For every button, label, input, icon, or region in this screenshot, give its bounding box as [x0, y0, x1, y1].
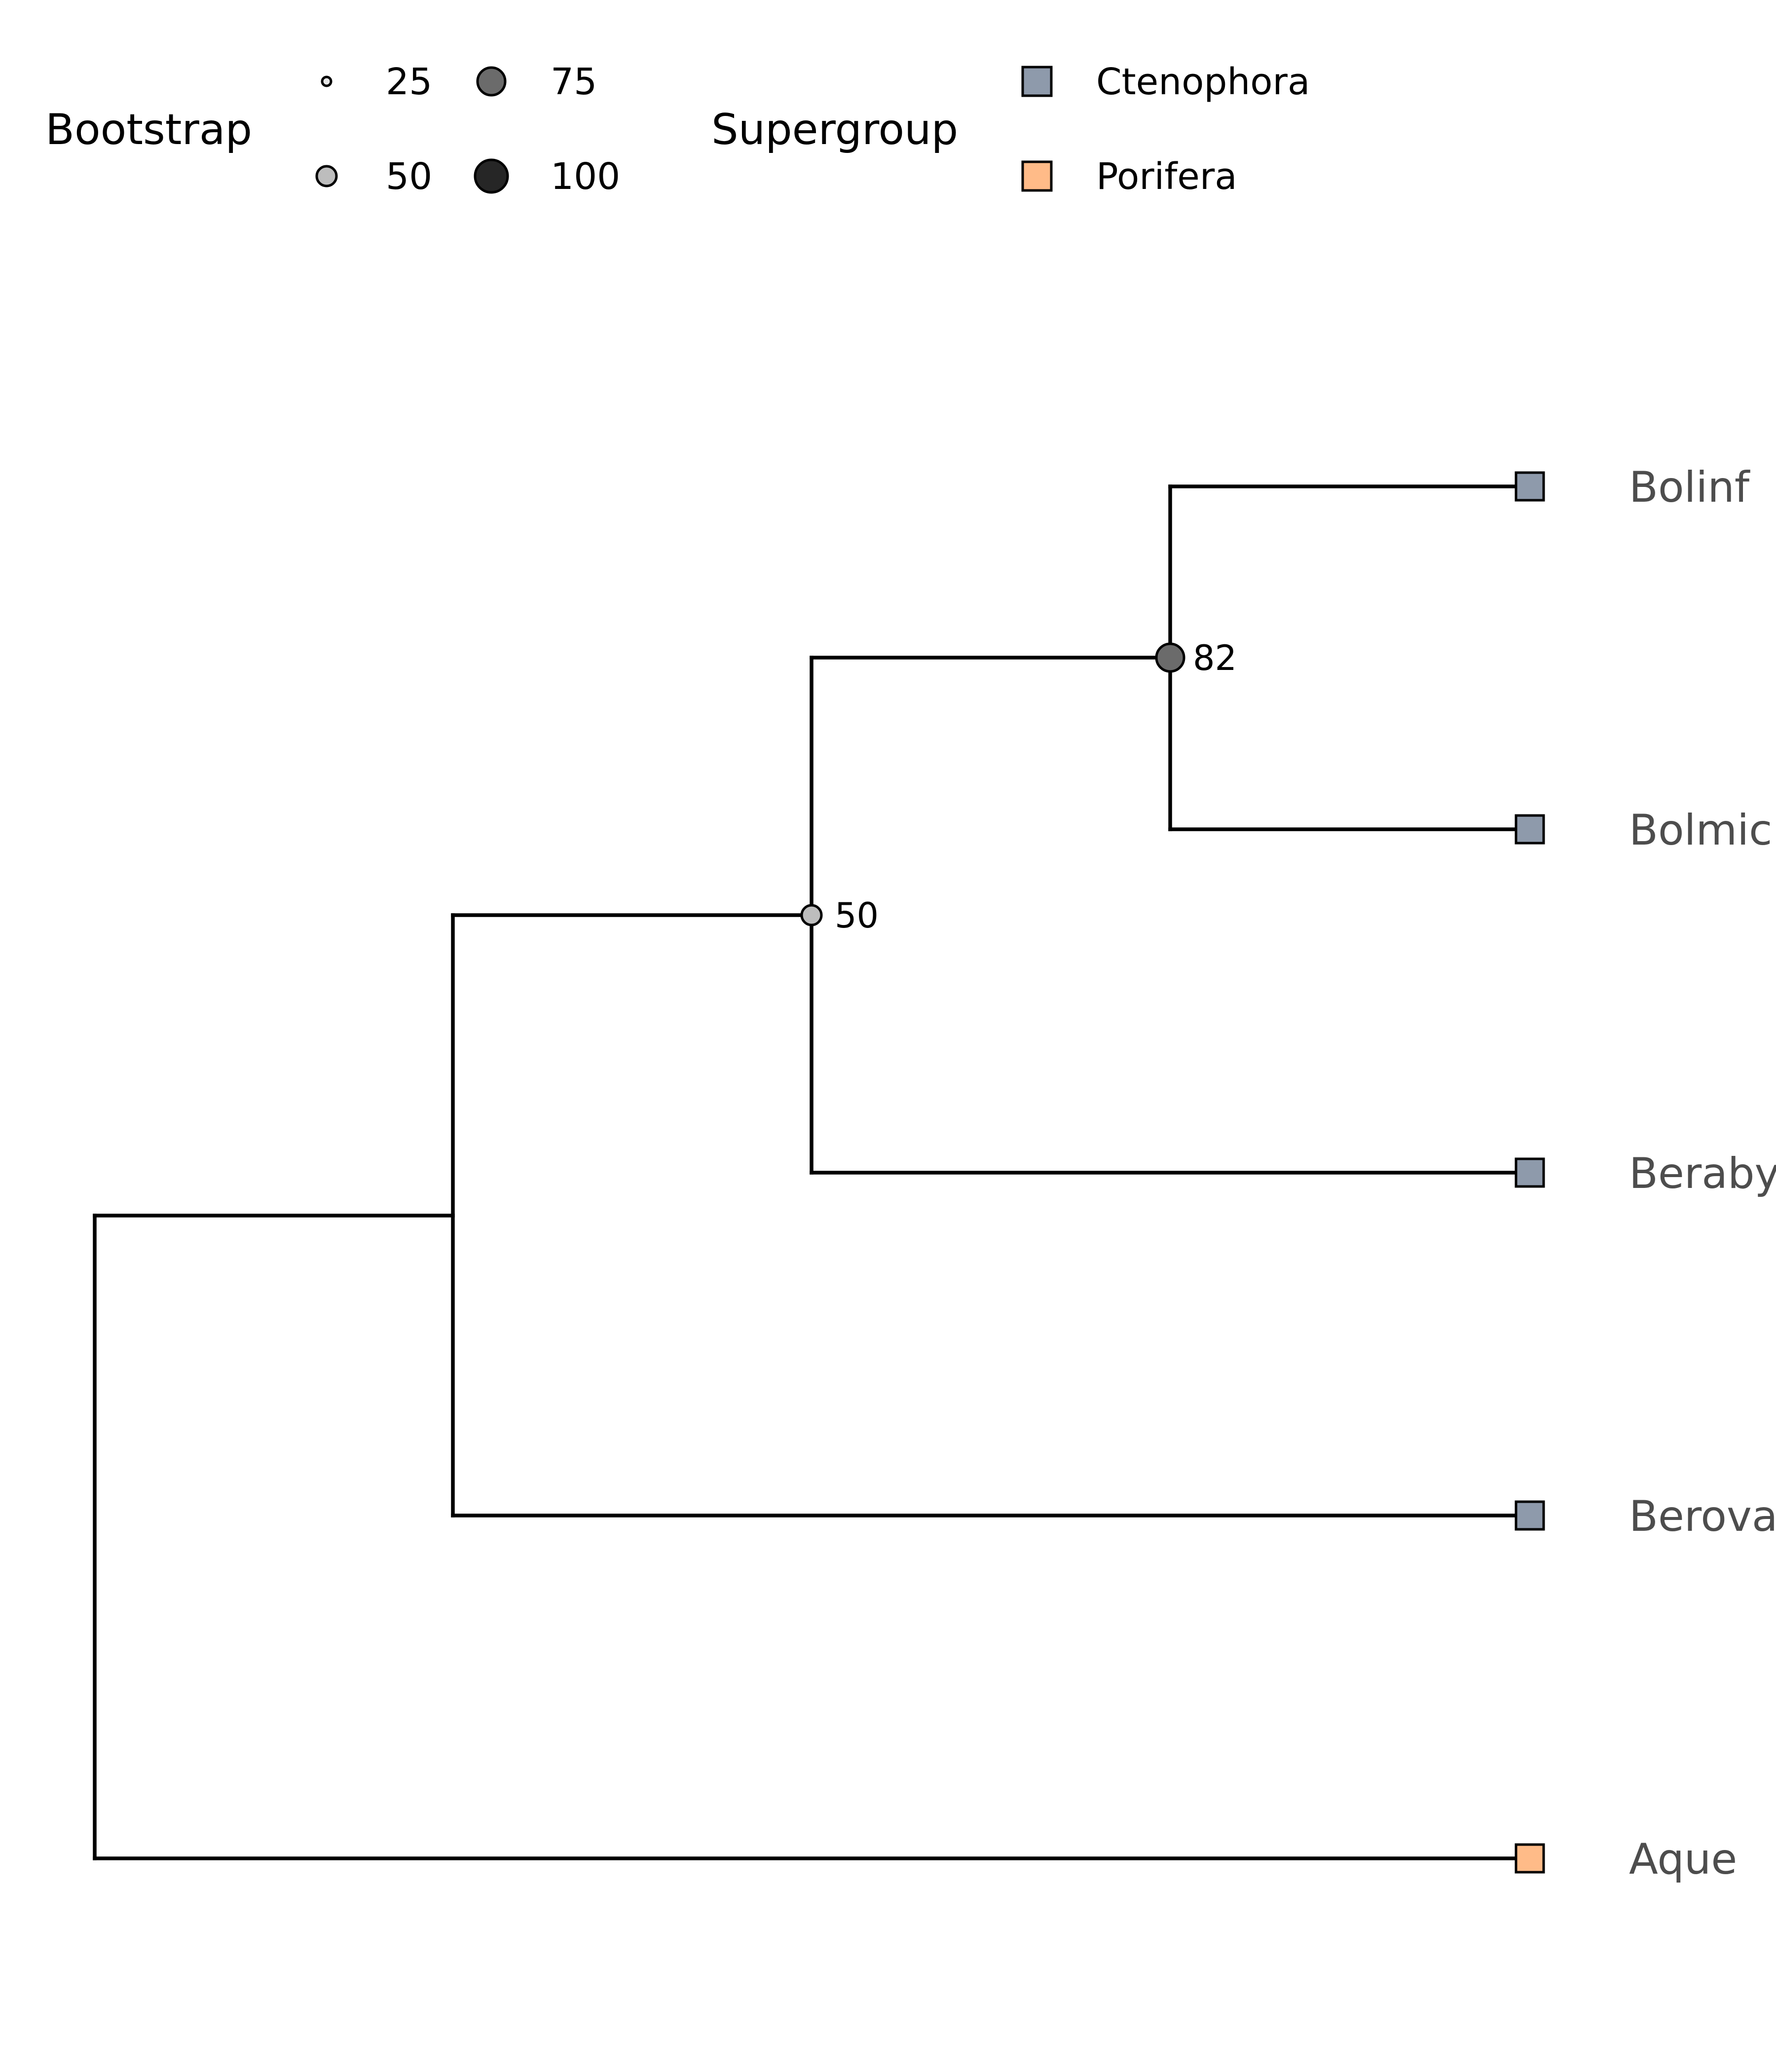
- bootstrap-key-label-50: 50: [386, 155, 432, 198]
- tip-marker-bolmic: [1515, 814, 1545, 845]
- support-label-82: 82: [1193, 638, 1237, 678]
- tip-label-bolmic: Bolmic: [1629, 806, 1772, 855]
- supergroup-key-ctenophora: [1021, 66, 1053, 97]
- supergroup-key-label-ctenophora: Ctenophora: [1096, 61, 1310, 103]
- support-node-50: [800, 904, 823, 926]
- tree-branches: [93, 484, 1519, 1860]
- bootstrap-key-label-75: 75: [551, 61, 597, 103]
- tip-marker-bolinf: [1515, 471, 1545, 502]
- bootstrap-key-75: [476, 66, 507, 97]
- tip-label-bolinf: Bolinf: [1629, 463, 1750, 512]
- tip-marker-beraby: [1515, 1157, 1545, 1188]
- bootstrap-key-label-100: 100: [551, 155, 620, 198]
- bootstrap-legend-title: Bootstrap: [45, 105, 252, 154]
- tip-label-berova: Berova: [1629, 1492, 1776, 1541]
- bootstrap-key-label-25: 25: [386, 61, 432, 103]
- tip-marker-berova: [1515, 1500, 1545, 1531]
- tip-label-beraby: Beraby: [1629, 1149, 1776, 1198]
- supergroup-key-label-porifera: Porifera: [1096, 155, 1237, 198]
- tip-marker-aque: [1515, 1843, 1545, 1874]
- supergroup-key-porifera: [1021, 160, 1053, 192]
- support-node-82: [1155, 642, 1185, 673]
- tip-label-aque: Aque: [1629, 1835, 1737, 1884]
- tip-markers: Bolinf Bolmic Beraby Berova Aque: [1515, 463, 1776, 1884]
- support-label-50: 50: [835, 895, 879, 936]
- node-support-marks: 82 50: [800, 638, 1237, 936]
- supergroup-legend-title: Supergroup: [711, 105, 958, 154]
- bootstrap-key-50: [315, 165, 338, 187]
- bootstrap-key-100: [474, 158, 509, 194]
- bootstrap-key-25: [321, 75, 333, 87]
- bootstrap-legend: Bootstrap 25 50 75 100: [45, 61, 620, 198]
- supergroup-legend: Supergroup Ctenophora Porifera: [711, 61, 1310, 198]
